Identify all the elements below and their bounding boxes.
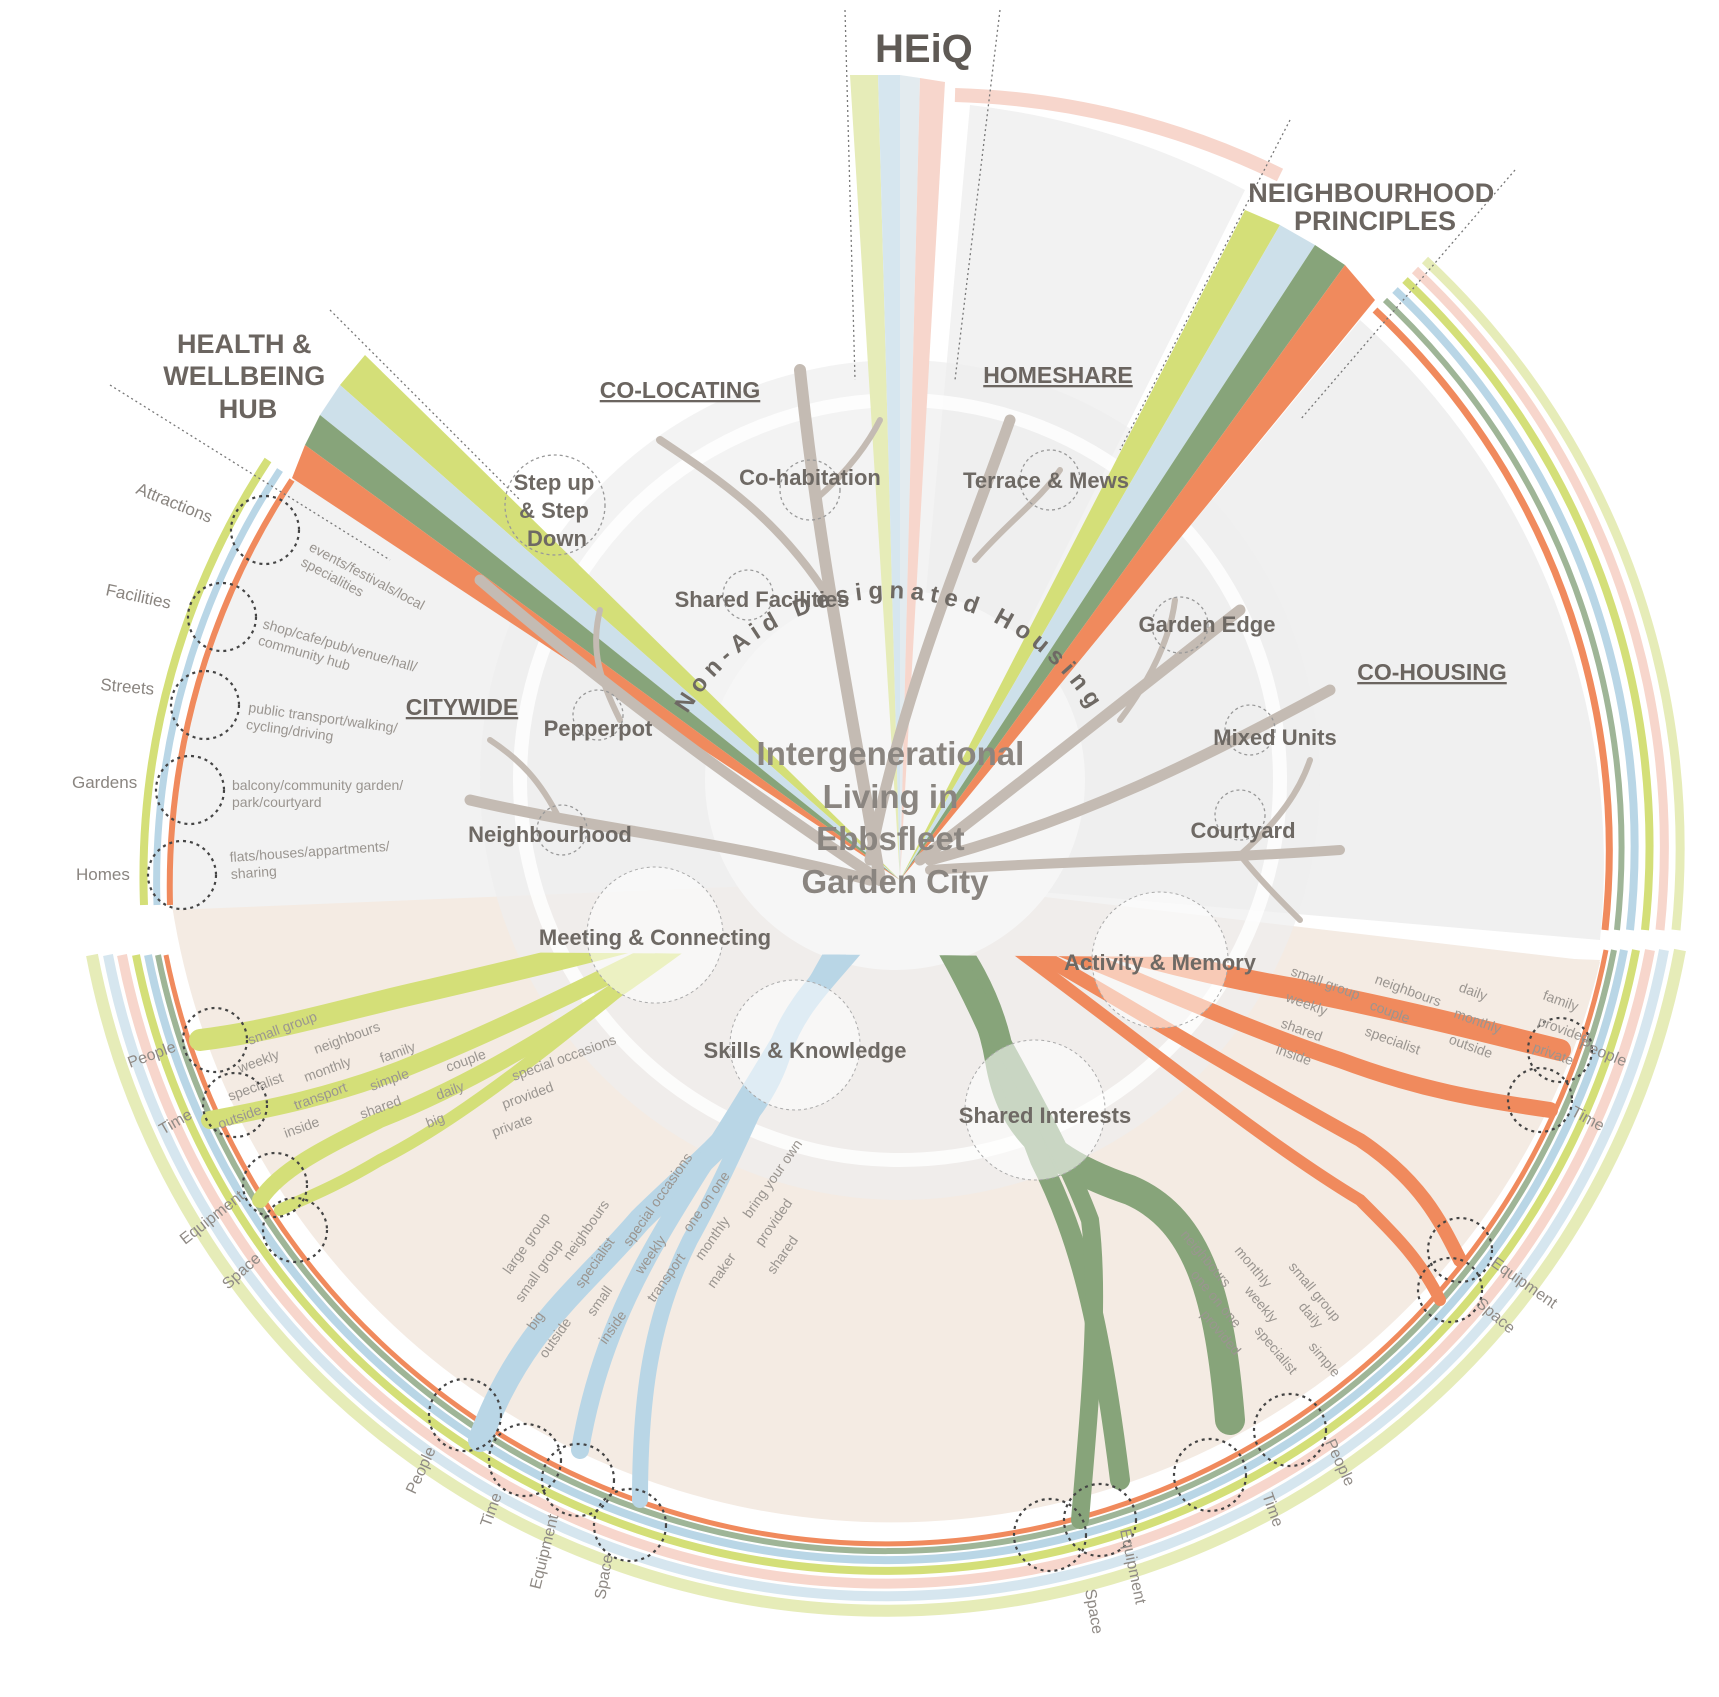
node-mixed-units: Mixed Units [1213,725,1336,750]
svg-text:Homes: Homes [76,865,130,884]
node-pepperpot: Pepperpot [544,716,653,741]
left-outer-arc-blue [153,468,283,906]
stream-term-meeting: big [424,1109,447,1130]
node-step-up: Step up & Step Down [514,470,601,551]
svg-text:Gardens: Gardens [72,773,137,792]
node-neighbourhood: Neighbourhood [468,822,632,847]
dotted-guides [109,9,1516,561]
outer-band-pink [117,949,1655,1589]
neighbourhood-strips [900,210,1685,931]
svg-text:Streets: Streets [100,675,155,699]
outer-band-blue2 [144,949,1628,1565]
node-terrace-mews: Terrace & Mews [963,468,1129,493]
svg-text:Facilities: Facilities [104,580,173,612]
svg-text:balcony/community garden/park/: balcony/community garden/park/courtyard [232,777,403,810]
outer-band-lime2 [132,949,1640,1575]
hub-activity: Activity & Memory [1064,950,1257,975]
hub-meeting: Meeting & Connecting [539,925,771,950]
node-garden-edge: Garden Edge [1139,612,1276,637]
center-title: Intergenerational Living in Ebbsfleet Ga… [757,735,1034,900]
section-citywide: CITYWIDE [406,694,518,720]
node-shared-facilities: Shared Facilities [675,587,850,612]
section-co-locating: CO-LOCATING [600,377,761,403]
node-circles [504,449,1276,856]
hub-circles [586,866,1229,1181]
outer-band-lime [86,948,1686,1617]
svg-text:Attractions: Attractions [134,479,216,527]
section-homeshare: HOMESHARE [983,362,1133,388]
factor-circles [181,1006,1594,1573]
scale-ring-circles [146,494,301,911]
svg-text:Space: Space [1081,1588,1106,1636]
heiq-title: HEiQ [875,27,973,71]
outer-band-blue [103,949,1669,1602]
right-outer-arc-pale [1421,256,1685,931]
right-outer-arc-orange [1372,307,1613,931]
outer-band-green [155,949,1617,1555]
right-outer-arc-lime [1402,277,1654,931]
right-outer-arc-blue [1392,287,1639,931]
health-hub-title: HEALTH & WELLBEING HUB [163,329,333,424]
hub-shared: Shared Interests [959,1103,1131,1128]
section-co-housing: CO-HOUSING [1357,659,1507,685]
left-outer-arc-lime [139,457,272,906]
right-outer-arc-green [1382,297,1625,931]
left-outer-arc-orange [166,478,295,906]
node-co-habitation: Co-habitation [739,465,881,490]
outer-band-orange [163,949,1609,1547]
hub-skills: Skills & Knowledge [704,1038,907,1063]
right-outer-arc-pink [1411,266,1669,931]
heiq-top-arc-pink [954,88,1284,182]
tree-branches [464,364,1345,923]
neighbourhood-principles-title: NEIGHBOURHOOD PRINCIPLES [1248,178,1502,236]
node-courtyard: Courtyard [1190,818,1295,843]
